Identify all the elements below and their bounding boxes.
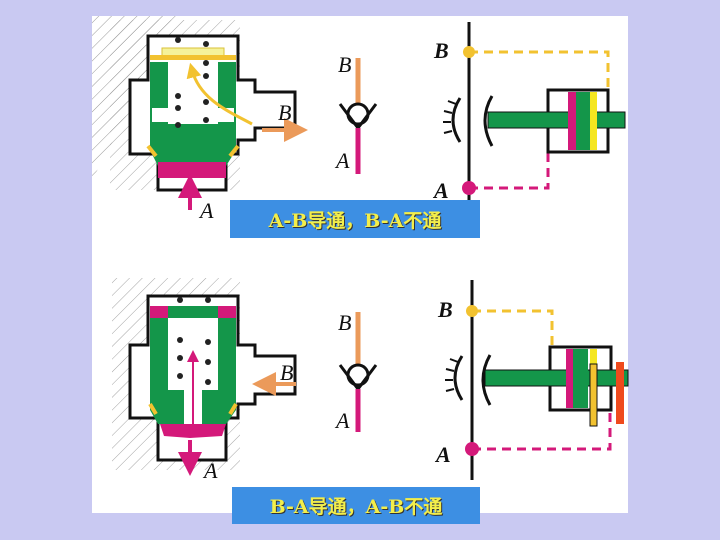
top-spring xyxy=(175,37,209,128)
top-caption: A-B导通，B-A不通 xyxy=(230,200,480,238)
bottom-valve-label-a: A xyxy=(202,458,218,483)
bottom-spring xyxy=(177,297,211,385)
top-port-a-fluid xyxy=(158,162,226,178)
top-symbol-label-a: A xyxy=(334,148,350,173)
bottom-valve-label-b: B xyxy=(280,360,293,385)
top-check-valve-symbol: B A xyxy=(334,52,378,174)
bottom-port-a-fluid xyxy=(160,424,226,438)
top-analogy-label-a: A xyxy=(432,178,449,203)
bottom-symbol-label-a: A xyxy=(334,408,350,433)
top-symbol-label-b: B xyxy=(338,52,351,77)
top-valve-label-b: B xyxy=(278,100,291,125)
bottom-analogy-label-b: B xyxy=(437,297,453,322)
bottom-symbol-label-b: B xyxy=(338,310,351,335)
bottom-valve-section: B A xyxy=(112,278,297,483)
bottom-analogy-label-a: A xyxy=(434,442,451,467)
top-valve-section: B A xyxy=(92,16,308,223)
bottom-analogy-figure: B A xyxy=(434,280,629,480)
bottom-caption: B-A导通，A-B不通 xyxy=(232,487,480,524)
top-valve-label-a: A xyxy=(198,198,214,223)
top-analogy-figure: B A xyxy=(432,22,626,203)
bottom-check-valve-symbol: B A xyxy=(334,310,378,433)
top-analogy-label-b: B xyxy=(433,38,449,63)
